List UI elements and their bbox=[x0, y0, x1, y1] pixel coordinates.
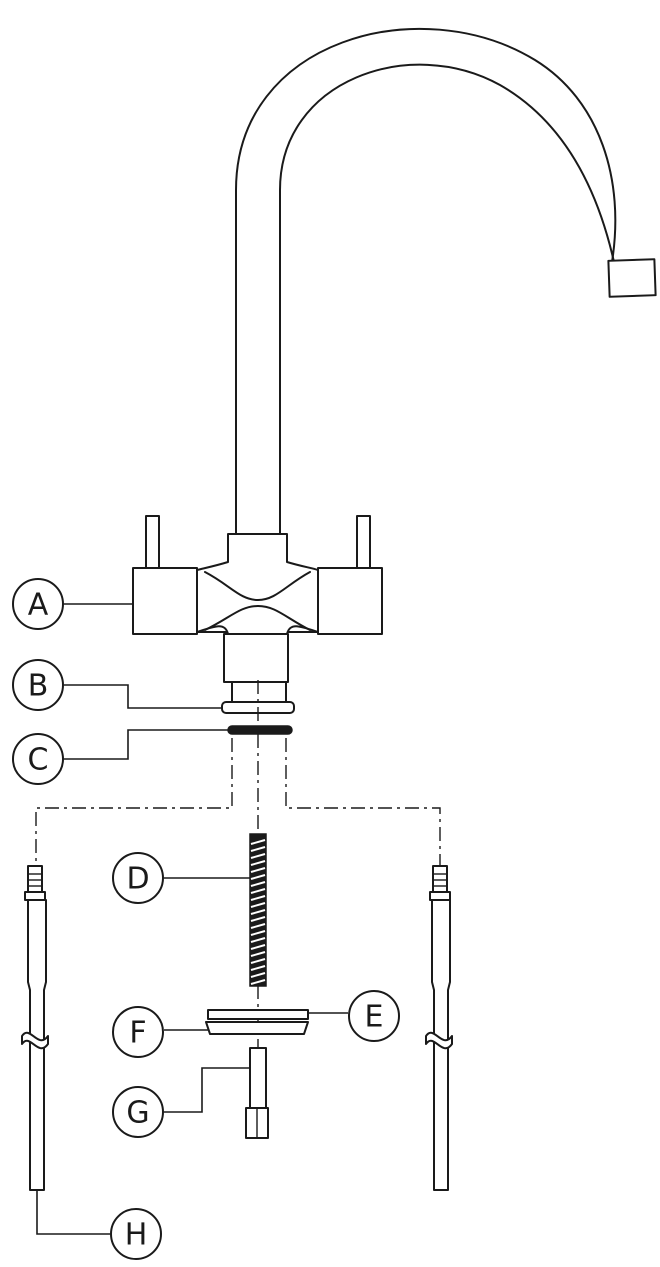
callout-h: H bbox=[110, 1208, 162, 1260]
faucet-body bbox=[132, 533, 383, 703]
callout-e-label: E bbox=[365, 1000, 384, 1035]
thread-mark bbox=[250, 930, 266, 936]
thread-mark bbox=[250, 839, 266, 845]
gooseneck-spout bbox=[235, 27, 657, 536]
callout-h-label: H bbox=[125, 1218, 148, 1253]
plate-f bbox=[205, 1021, 309, 1035]
thread-mark bbox=[250, 846, 266, 852]
thread-mark bbox=[250, 916, 266, 922]
callout-d-label: D bbox=[126, 862, 149, 897]
thread-mark bbox=[250, 951, 266, 957]
thread-mark bbox=[250, 972, 266, 978]
threaded-stud-d bbox=[249, 833, 267, 987]
handle-posts bbox=[145, 515, 371, 571]
callout-b: B bbox=[12, 659, 64, 711]
thread-mark bbox=[250, 944, 266, 950]
thread-mark bbox=[250, 909, 266, 915]
callout-g: G bbox=[112, 1086, 164, 1138]
thread-mark bbox=[250, 979, 266, 985]
callout-b-label: B bbox=[28, 669, 49, 704]
supply-hose-right bbox=[425, 865, 453, 1191]
thread-mark bbox=[250, 881, 266, 887]
thread-mark bbox=[250, 965, 266, 971]
callout-c-label: C bbox=[28, 743, 49, 778]
thread-mark bbox=[250, 937, 266, 943]
leader-lines bbox=[36, 603, 348, 1235]
callout-c: C bbox=[12, 733, 64, 785]
thread-mark bbox=[250, 874, 266, 880]
thread-mark bbox=[250, 853, 266, 859]
thread-mark bbox=[250, 888, 266, 894]
callout-f: F bbox=[112, 1006, 164, 1058]
thread-mark bbox=[250, 895, 266, 901]
plate-e bbox=[207, 1009, 309, 1020]
thread-mark bbox=[250, 958, 266, 964]
callout-f-label: F bbox=[129, 1016, 146, 1051]
thread-mark bbox=[250, 860, 266, 866]
o-ring-c bbox=[227, 725, 293, 735]
thread-mark bbox=[250, 902, 266, 908]
nut-g bbox=[245, 1047, 269, 1139]
callout-d: D bbox=[112, 852, 164, 904]
thread-mark bbox=[250, 923, 266, 929]
callout-g-label: G bbox=[126, 1096, 149, 1131]
thread-mark bbox=[250, 867, 266, 873]
supply-hose-left bbox=[21, 865, 49, 1191]
callout-a: A bbox=[12, 578, 64, 630]
callout-a-label: A bbox=[28, 588, 49, 623]
callout-e: E bbox=[348, 990, 400, 1042]
